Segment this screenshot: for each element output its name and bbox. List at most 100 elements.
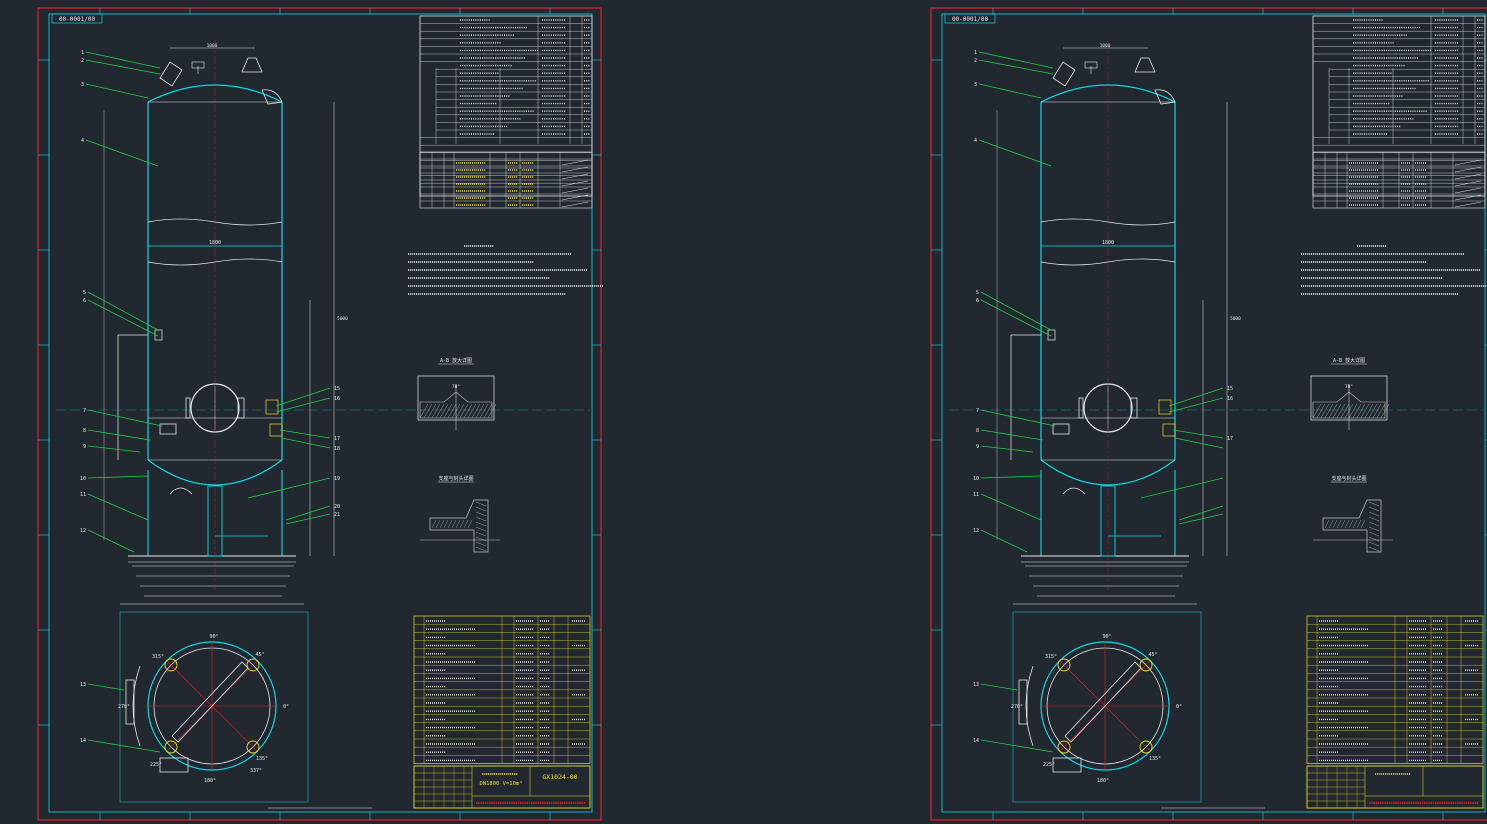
- leader-line: [87, 739, 161, 753]
- part-number-label: 16: [1227, 396, 1233, 402]
- nozzle-hatch: [561, 159, 589, 166]
- part-number-label: 15: [1227, 386, 1233, 392]
- detail-a-hatch: [1316, 403, 1326, 419]
- leader-line: [85, 59, 161, 75]
- angle-label: 45°: [1148, 652, 1157, 658]
- detail-a-hatch: [1340, 403, 1350, 419]
- detail-b-hatch: [435, 519, 441, 529]
- plan-internal-pipe: [1064, 661, 1142, 743]
- manhole-handle: [1078, 397, 1084, 419]
- detail-b-hatch: [1368, 501, 1380, 507]
- leader-line: [1178, 513, 1224, 525]
- part-number-label: 19: [334, 476, 340, 482]
- anchor-bolt-hole: [1139, 658, 1153, 672]
- detail-view-label: A-B 放大详图: [440, 357, 472, 364]
- leader-line: [87, 291, 159, 331]
- angle-label: 135°: [256, 756, 268, 762]
- nozzle-hatch: [1454, 194, 1482, 201]
- part-number-label: 21: [334, 512, 340, 518]
- detail-a-hatch: [475, 403, 485, 419]
- part-number-label: 17: [1227, 436, 1233, 442]
- angle-label: 0°: [283, 704, 289, 710]
- angle-label: 90°: [209, 634, 218, 640]
- detail-b-hatch: [475, 546, 487, 552]
- top-nozzle-left: [159, 61, 183, 87]
- detail-b-hatch: [443, 519, 449, 529]
- plan-radial-line: [166, 660, 213, 707]
- detail-view-label: A-B 放大详图: [1333, 357, 1365, 364]
- detail-b-hatch: [463, 519, 469, 529]
- top-dim-value: 1000: [207, 43, 218, 49]
- title-spec-text: DN1800 V=10m³: [479, 780, 522, 787]
- part-number-label: 12: [973, 528, 979, 534]
- leader-line: [87, 429, 151, 441]
- leader-line: [87, 683, 125, 691]
- leader-line: [275, 387, 331, 407]
- drawing-sheet-right[interactable]: 00-0001/00180010005000123456789101112131…: [930, 7, 1487, 821]
- detail-b-hatch: [1356, 519, 1362, 529]
- drawing-sheet-left[interactable]: 00-0001/00180010005000123456789101112131…: [37, 7, 603, 821]
- leader-line: [87, 493, 149, 521]
- part-number-label: 3: [81, 82, 84, 88]
- height-value: 5000: [337, 316, 348, 322]
- part-number-label: 1: [81, 50, 84, 56]
- part-number-label: 9: [976, 444, 979, 450]
- leader-line: [285, 513, 331, 525]
- nozzle-hatch: [1454, 159, 1482, 166]
- detail-b-hatch: [1352, 519, 1358, 529]
- angle-label: 45°: [255, 652, 264, 658]
- height-value: 5000: [1230, 316, 1241, 322]
- nozzle-hatch: [561, 201, 589, 208]
- detail-a-weld: [419, 391, 493, 419]
- part-number-label: 6: [976, 298, 979, 304]
- leader-line: [1168, 397, 1224, 413]
- outer-frame: [37, 7, 602, 821]
- detail-b-hatch: [1336, 519, 1342, 529]
- detail-a-hatch: [479, 403, 489, 419]
- part-number-label: 5: [976, 290, 979, 296]
- plan-nozzle-flange: [1018, 679, 1028, 725]
- plan-bottom-lug: [1052, 757, 1082, 773]
- detail-b-hatch: [455, 519, 461, 529]
- angle-label: 270°: [1011, 704, 1023, 710]
- detail-a-hatch: [1372, 403, 1382, 419]
- leader-line: [1140, 477, 1224, 499]
- top-nozzle-right: [261, 89, 283, 105]
- part-number-label: 2: [974, 58, 977, 64]
- lifting-lug: [1134, 57, 1156, 73]
- nozzle-hatch: [1454, 166, 1482, 173]
- outer-frame: [930, 7, 1487, 821]
- nameplate: [1052, 423, 1070, 435]
- detail-a-hatch: [1348, 403, 1358, 419]
- detail-b-hatch: [475, 526, 487, 532]
- detail-a-hatch: [423, 403, 433, 419]
- manhole-handle: [185, 397, 191, 419]
- detail-b-hatch: [459, 519, 465, 529]
- angle-label: 135°: [1149, 756, 1161, 762]
- lifting-lug: [241, 57, 263, 73]
- plan-internal-pipe: [171, 661, 249, 743]
- leader-line: [1178, 505, 1224, 521]
- leader-line: [980, 299, 1052, 337]
- anchor-bolt-hole: [246, 658, 260, 672]
- leader-line: [275, 397, 331, 413]
- inner-border: [941, 13, 1486, 813]
- leader-line: [87, 299, 159, 337]
- detail-b-hatch: [475, 541, 487, 547]
- detail-a-hatch: [459, 403, 469, 419]
- drawing-code-box: [51, 13, 103, 24]
- leader-line: [978, 59, 1054, 75]
- detail-b-section: [1322, 499, 1382, 553]
- detail-b-hatch: [439, 519, 445, 529]
- part-number-label: 8: [976, 428, 979, 434]
- inner-border: [48, 13, 593, 813]
- angle-label: 225°: [150, 762, 162, 768]
- detail-b-section: [429, 499, 489, 553]
- title-drawing-number: GX1024-00: [542, 773, 577, 781]
- anchor-bolt-hole: [246, 740, 260, 754]
- part-number-label: 4: [81, 138, 84, 144]
- side-nozzle-flange: [154, 329, 163, 341]
- detail-b-hatch: [475, 511, 487, 517]
- detail-a-hatch: [443, 403, 453, 419]
